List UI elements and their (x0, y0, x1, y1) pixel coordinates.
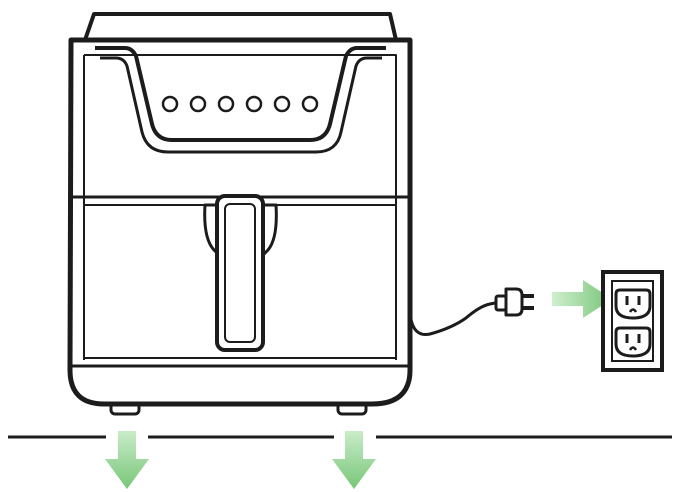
right-down-arrow-icon (332, 431, 376, 489)
control-button-6 (303, 97, 317, 111)
control-button-4 (247, 97, 261, 111)
left-down-arrow-icon (105, 431, 149, 489)
control-button-1 (163, 97, 177, 111)
air-fryer-top-cap (85, 14, 396, 40)
outlet-socket-bottom (616, 328, 650, 356)
control-button-3 (219, 97, 233, 111)
power-cord (410, 302, 500, 335)
power-plug-icon (496, 289, 534, 315)
wall-outlet-icon (603, 272, 662, 370)
control-button-5 (275, 97, 289, 111)
control-button-2 (191, 97, 205, 111)
outlet-socket-top (616, 290, 650, 318)
